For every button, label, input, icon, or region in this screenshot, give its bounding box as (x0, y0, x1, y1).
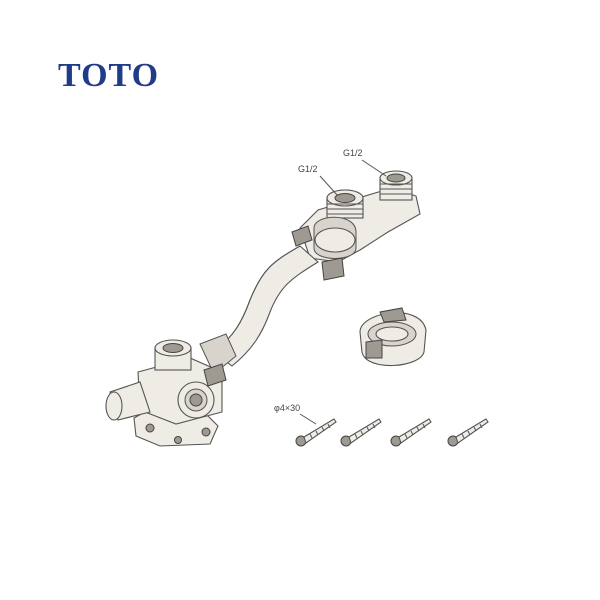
screw-icon (340, 418, 382, 447)
svg-text:G1/2: G1/2 (298, 164, 318, 174)
screw-size-label: φ4×30 (274, 403, 317, 425)
screw-icon (390, 418, 432, 447)
clamp-icon (359, 307, 427, 367)
screw-icon (447, 418, 489, 447)
thread-label-right: G1/2 (343, 148, 387, 177)
flexible-hose-icon (213, 245, 319, 367)
svg-text:φ4×30: φ4×30 (274, 403, 300, 413)
toto-logo: TOTO (58, 57, 160, 94)
upper-fitting-icon (291, 170, 421, 281)
thread-label-left: G1/2 (298, 164, 339, 197)
lower-valve-body-icon (105, 333, 237, 447)
svg-text:G1/2: G1/2 (343, 148, 363, 158)
screw-icon (295, 418, 337, 447)
